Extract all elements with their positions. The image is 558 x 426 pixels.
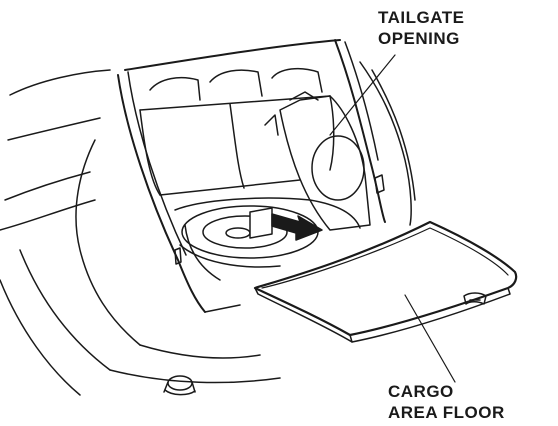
side-trim-panel: [264, 91, 371, 231]
direction-arrow: [249, 207, 323, 241]
leader-line-cargo: [404, 294, 456, 383]
vehicle-body: [0, 61, 416, 396]
label-tailgate-line-2: OPENING: [378, 29, 460, 48]
cargo-area-floor-board: [253, 220, 518, 343]
label-cargo-line-1: CARGO: [388, 382, 454, 401]
leader-line-tailgate: [329, 54, 396, 136]
label-cargo-line-2: AREA FLOOR: [388, 403, 505, 422]
rear-seats: [139, 67, 335, 196]
tailgate-opening-frame: [117, 39, 386, 313]
label-cargo-area-floor: CARGO AREA FLOOR: [388, 381, 505, 423]
label-tailgate-line-1: TAILGATE: [378, 8, 465, 27]
label-tailgate-opening: TAILGATE OPENING: [378, 7, 464, 49]
